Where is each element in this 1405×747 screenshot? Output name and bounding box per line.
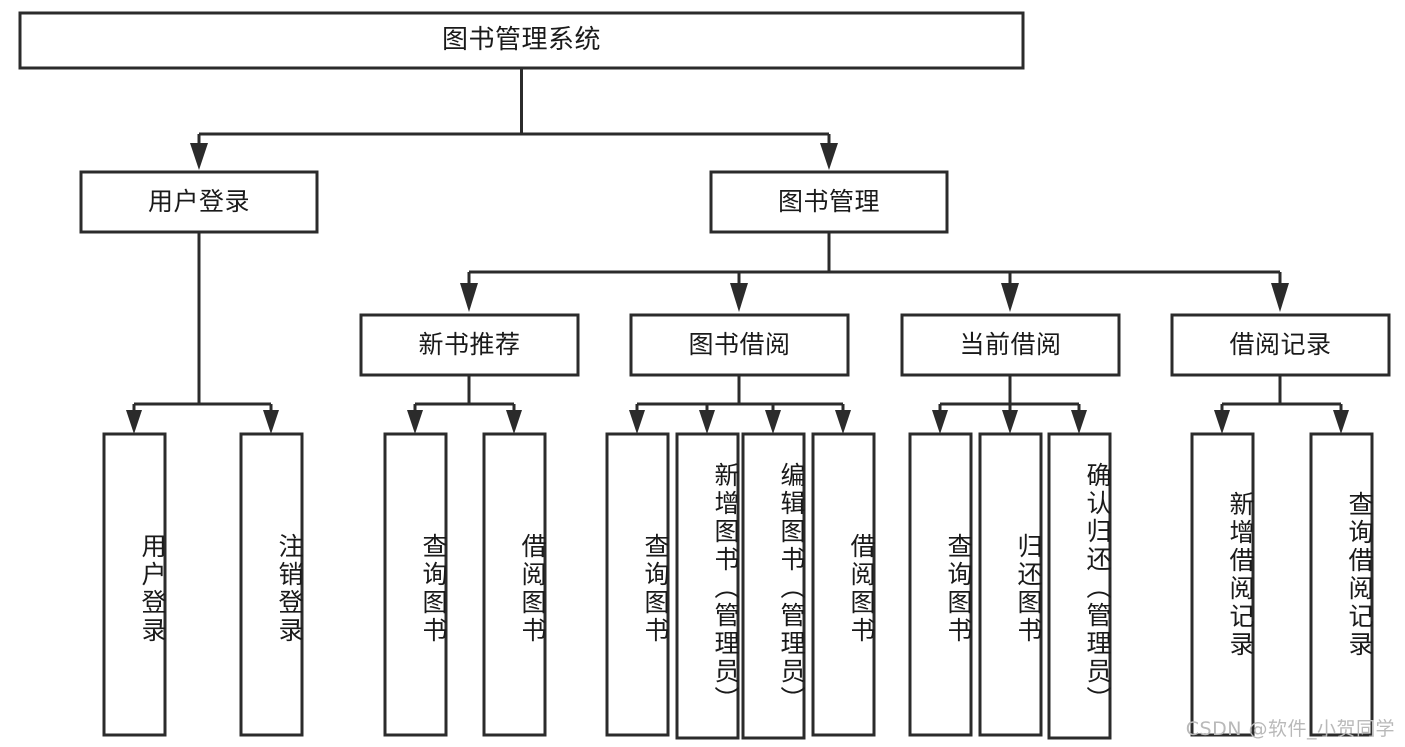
- node-box-user-login[interactable]: [79, 170, 319, 234]
- node-box-leaf-query-book-3[interactable]: [908, 432, 973, 737]
- connector-borrowrecord-to-leaves: [1214, 375, 1349, 434]
- node-box-leaf-query-book-2[interactable]: [605, 432, 670, 737]
- connector-bookborrow-to-leaves: [629, 375, 851, 434]
- connector-newbook-to-leaves: [407, 375, 522, 434]
- node-box-leaf-borrow-book-1[interactable]: [482, 432, 547, 737]
- node-box-root[interactable]: [18, 11, 1025, 70]
- node-box-book-borrow[interactable]: [629, 313, 850, 377]
- connector-currentborrow-to-leaves: [932, 375, 1087, 434]
- watermark-text: CSDN @软件_小贺同学: [1185, 718, 1395, 740]
- node-box-leaf-user-login[interactable]: [102, 432, 167, 737]
- node-box-leaf-confirm-return[interactable]: [1047, 432, 1112, 740]
- node-box-leaf-user-logout[interactable]: [239, 432, 304, 737]
- connector-root-to-level2: [190, 68, 838, 170]
- node-box-new-book-recommend[interactable]: [359, 313, 580, 377]
- node-box-borrow-record[interactable]: [1170, 313, 1391, 377]
- node-box-leaf-edit-book[interactable]: [741, 432, 806, 740]
- node-box-book-management[interactable]: [709, 170, 949, 234]
- connector-userlogin-to-leaves: [126, 232, 279, 434]
- node-box-leaf-borrow-book-2[interactable]: [811, 432, 876, 737]
- node-box-leaf-add-record[interactable]: [1190, 432, 1255, 737]
- node-box-leaf-query-book-1[interactable]: [383, 432, 448, 737]
- node-box-current-borrow[interactable]: [900, 313, 1121, 377]
- node-box-leaf-query-record[interactable]: [1309, 432, 1374, 737]
- node-box-leaf-return-book[interactable]: [978, 432, 1043, 737]
- node-box-leaf-add-book[interactable]: [675, 432, 740, 740]
- connector-bookmanagement-to-level3: [460, 232, 1289, 312]
